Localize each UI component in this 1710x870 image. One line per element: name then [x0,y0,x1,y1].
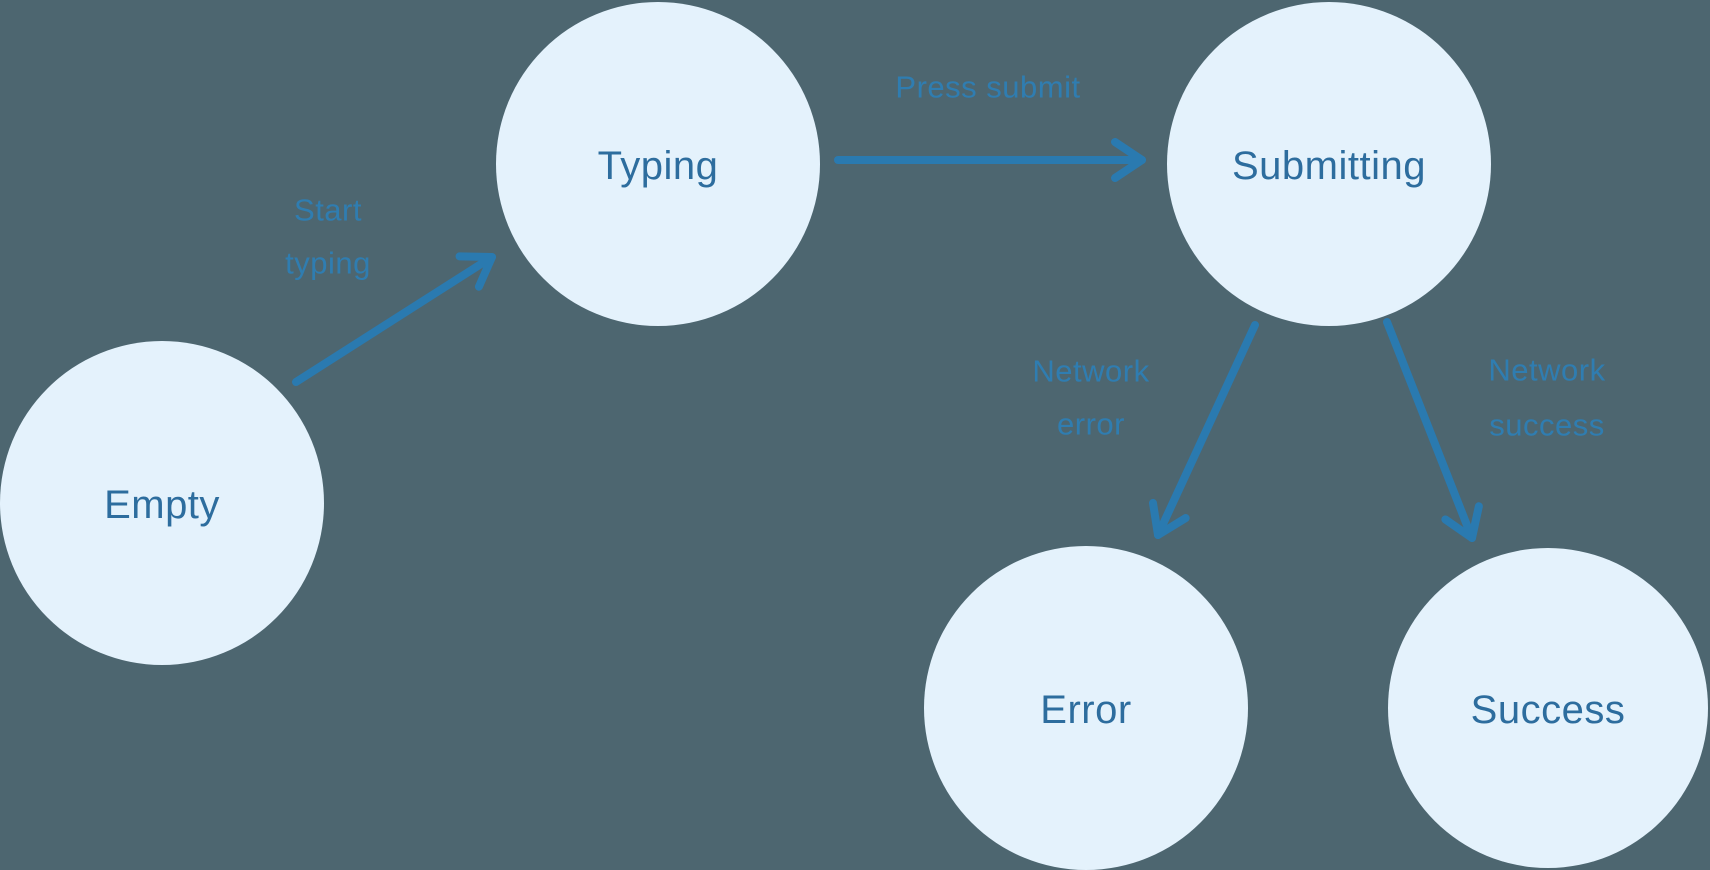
state-circle-success [1388,548,1708,868]
state-node-error: Error [924,546,1248,870]
transition-arrow-empty-to-typing [292,252,496,386]
state-label-empty: Empty [104,483,220,527]
state-circle-empty [0,341,324,665]
state-label-typing: Typing [598,144,719,188]
edges-layer [292,138,1483,542]
state-node-submitting: Submitting [1167,2,1491,326]
transition-arrow-submitting-to-error [1148,321,1259,539]
transition-label-empty-to-typing-line1: Start [294,193,362,228]
state-node-empty: Empty [0,341,324,665]
state-label-error: Error [1040,688,1131,732]
state-label-success: Success [1471,688,1626,732]
state-circle-typing [496,2,820,326]
transition-label-submitting-to-error-line2: error [1057,407,1125,442]
transition-label-empty-to-typing-line2: typing [285,246,371,281]
transition-label-typing-to-submitting-line1: Press submit [895,70,1080,105]
state-node-success: Success [1388,548,1708,868]
transition-label-submitting-to-success-line2: success [1489,408,1604,443]
state-circle-submitting [1167,2,1491,326]
state-circle-error [924,546,1248,870]
transition-label-submitting-to-error-line1: Network [1032,354,1149,389]
transition-arrow-submitting-to-success [1383,318,1483,542]
state-node-typing: Typing [496,2,820,326]
transition-label-submitting-to-success-line1: Network [1488,353,1605,388]
state-label-submitting: Submitting [1232,144,1426,188]
